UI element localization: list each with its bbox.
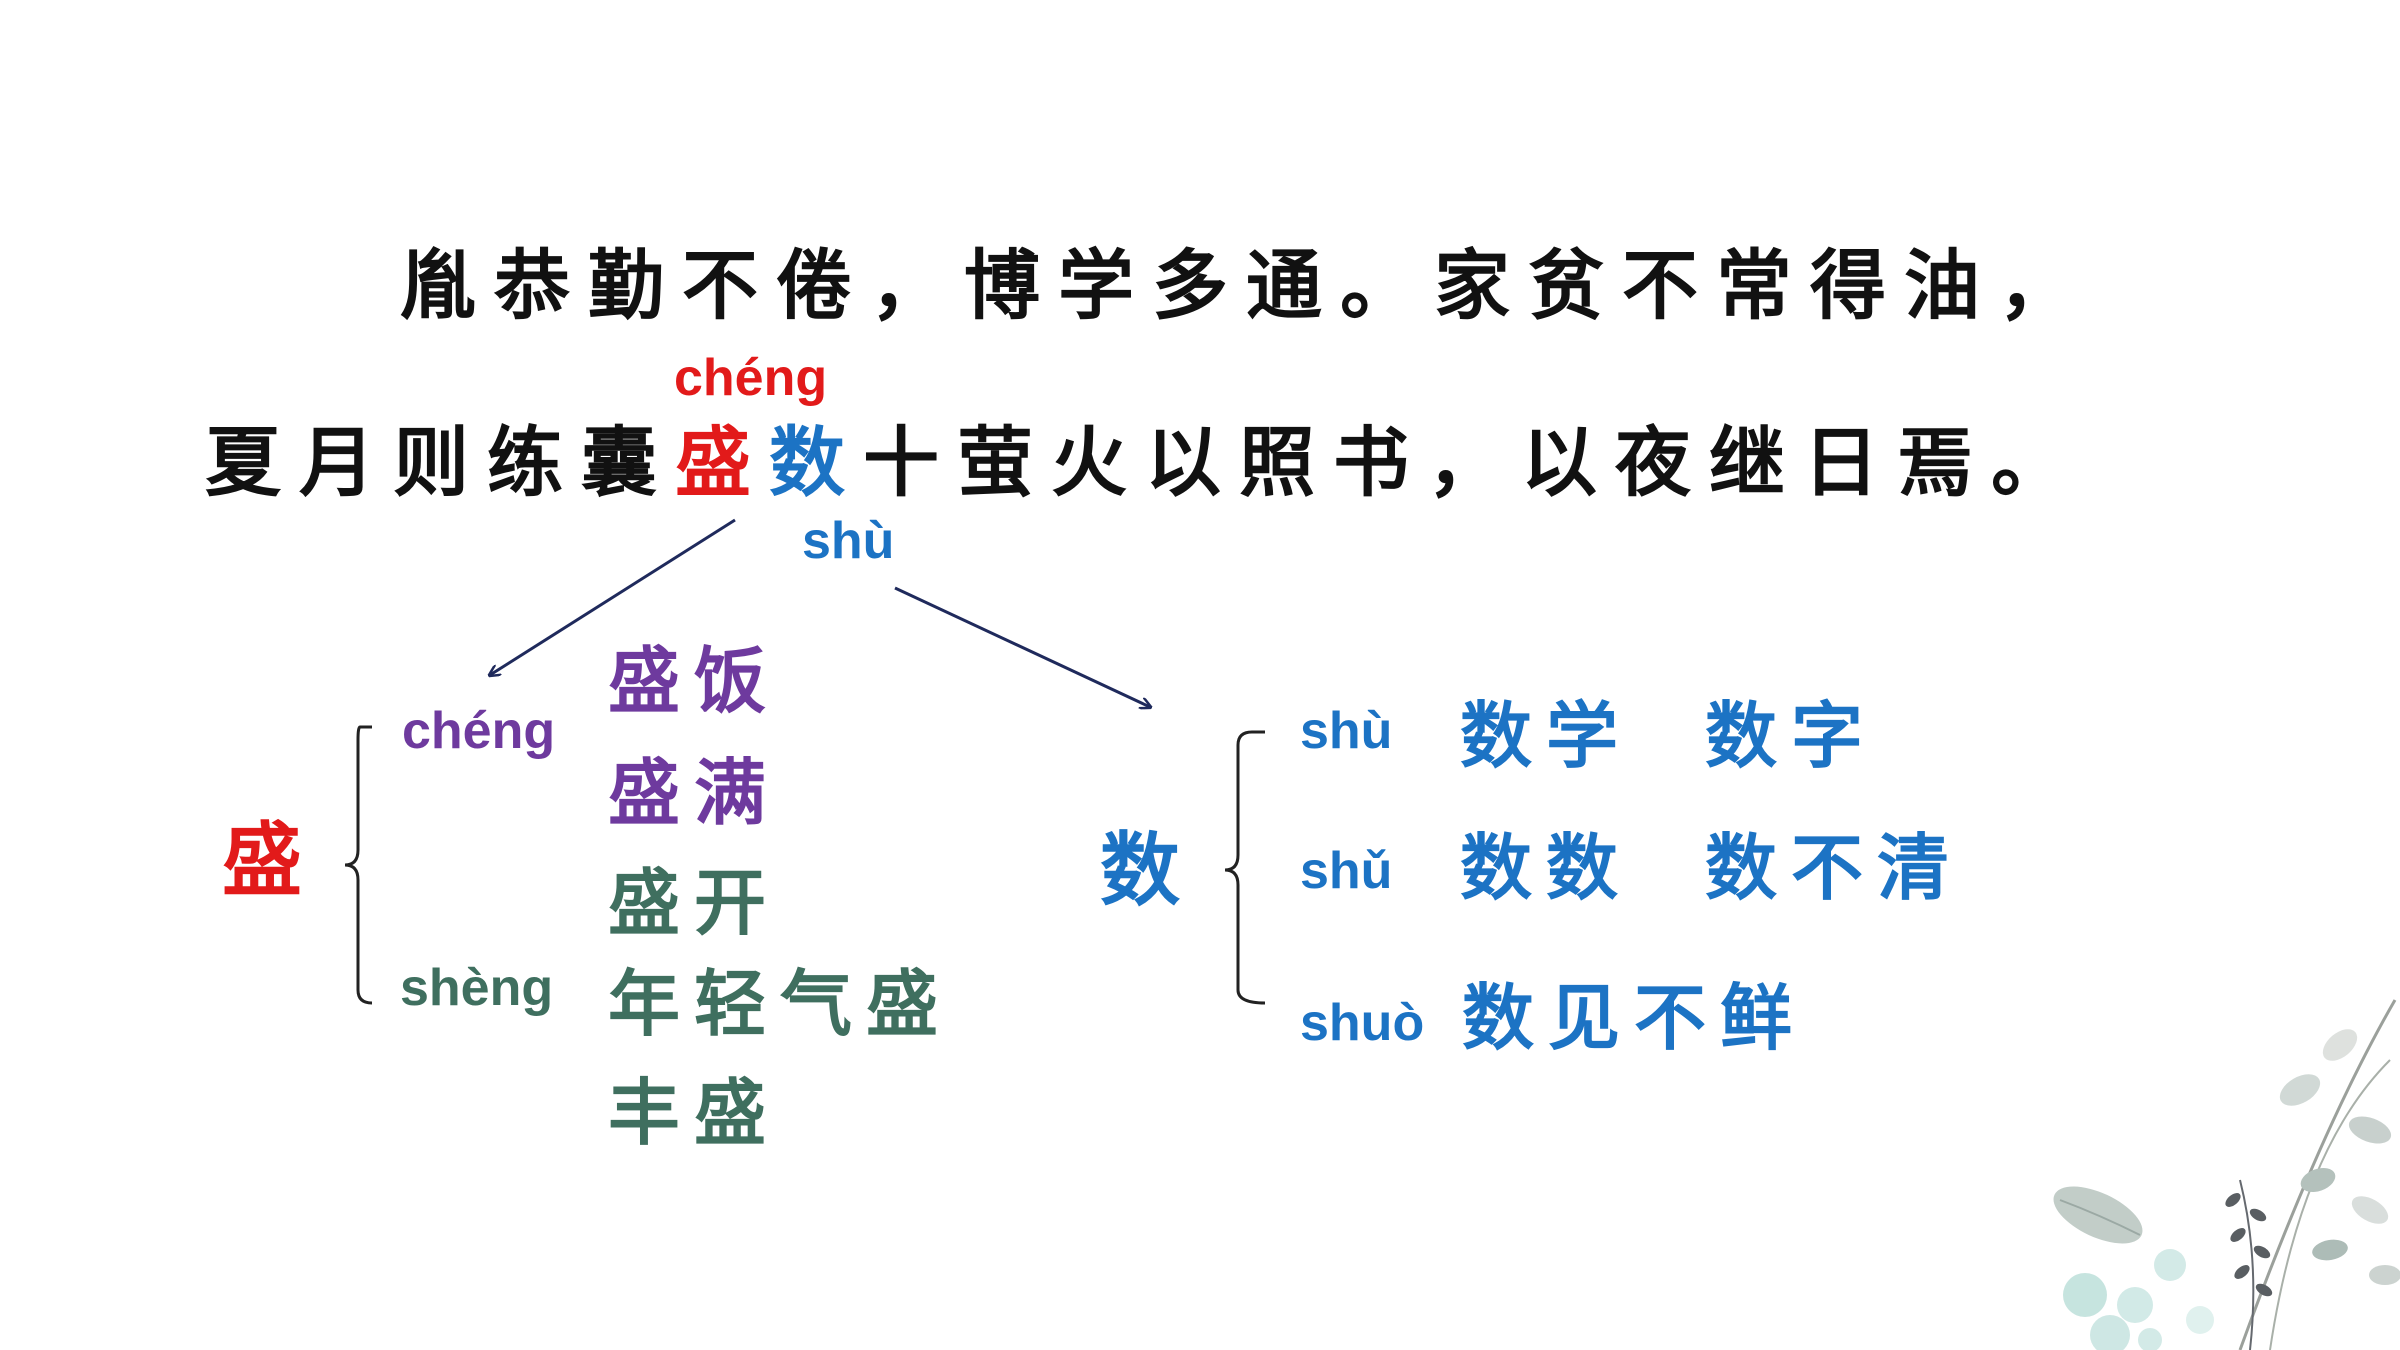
head-char-shu: 数 xyxy=(1100,823,1180,917)
pinyin-shu-annotation: shù xyxy=(802,512,895,570)
word-feng-sheng: 丰盛 xyxy=(608,1070,781,1155)
reading-shuo: shuò xyxy=(1300,994,1425,1052)
arrow-left xyxy=(490,518,736,675)
highlight-char-sheng: 盛 xyxy=(675,418,769,507)
word-cheng-fan: 盛饭 xyxy=(608,638,781,723)
head-char-sheng: 盛 xyxy=(222,813,302,907)
reading-shu4: shù xyxy=(1300,702,1393,760)
passage-line-2-start: 夏月则练囊 xyxy=(205,418,675,507)
passage-line-2: 夏月则练囊盛数十萤火以照书，以夜继日焉。 xyxy=(205,425,2085,501)
passage-line-1: 胤恭勤不倦，博学多通。家贫不常得油， xyxy=(400,241,2092,330)
word-cheng-man: 盛满 xyxy=(608,750,781,835)
reading-sheng: shèng xyxy=(400,959,554,1017)
reading-cheng: chéng xyxy=(402,702,556,760)
word-shu-shu: 数数 xyxy=(1460,825,1633,910)
word-shuo-jian-bu-xian: 数见不鲜 xyxy=(1462,975,1807,1060)
bracket-shu xyxy=(1224,730,1266,1005)
word-shu-xue: 数学 xyxy=(1460,693,1633,778)
reading-shu3: shǔ xyxy=(1300,842,1393,900)
highlight-char-shu: 数 xyxy=(769,418,863,507)
word-shu-zi: 数字 xyxy=(1705,693,1878,778)
pinyin-cheng-annotation: chéng xyxy=(674,349,828,407)
word-shu-bu-qing: 数不清 xyxy=(1705,825,1964,910)
arrow-right xyxy=(894,586,1150,707)
bracket-sheng xyxy=(344,725,373,1005)
word-sheng-kai: 盛开 xyxy=(608,860,781,945)
passage-line-2-end: 十萤火以照书，以夜继日焉。 xyxy=(863,418,2085,507)
word-nian-qing-qi-sheng: 年轻气盛 xyxy=(608,961,953,1046)
